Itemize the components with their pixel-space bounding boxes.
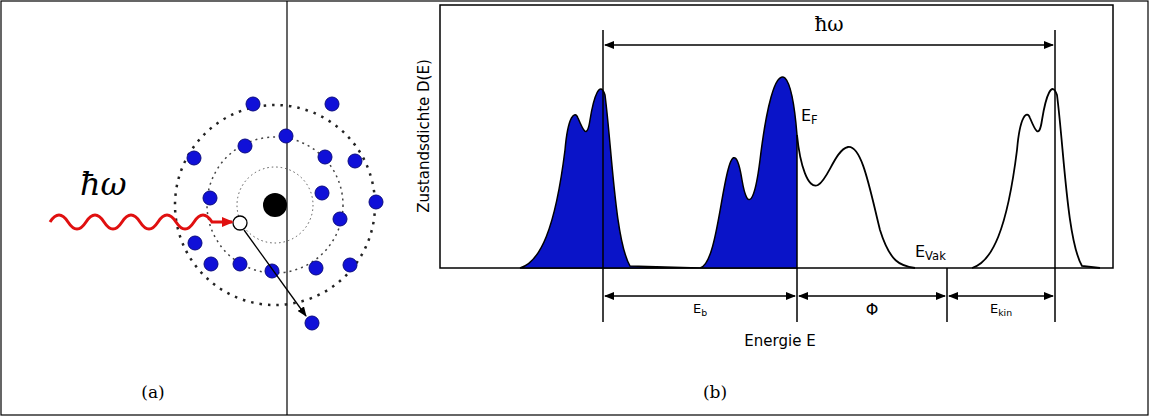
unoccupied-states (797, 135, 915, 268)
occupied-states (520, 77, 797, 268)
vacuum-energy-group: EVak (915, 244, 946, 263)
binding-energy: E (693, 301, 701, 316)
panel-caption-group: (a) (141, 384, 164, 401)
vacuum-energy-subscript: Vak (925, 249, 946, 263)
energy-markers (603, 30, 1055, 322)
vacuum-energy: E (915, 242, 925, 261)
axis-title-group: Energie E (744, 334, 815, 349)
photon-energy-group: ħω (80, 168, 127, 200)
fermi-energy-subscript: F (811, 113, 818, 127)
panel-caption-group: (b) (703, 384, 727, 401)
axis-title: Energie E (744, 332, 815, 350)
photoelectron-spectrum (972, 89, 1100, 268)
axis-title-group: Zustandsdichte D(E) (417, 59, 432, 213)
kinetic-energy-subscript: kin (998, 307, 1012, 318)
plot-frame (440, 5, 1113, 268)
photon-energy: ħω (80, 165, 127, 203)
binding-energy-group: Eb (693, 302, 707, 317)
work-function-group: Φ (866, 302, 879, 318)
photon-energy: ħω (814, 12, 843, 36)
panel-caption: (a) (141, 382, 164, 402)
fermi-energy-group: EF (801, 108, 818, 127)
work-function: Φ (866, 300, 879, 319)
kinetic-energy-group: Ekin (990, 302, 1012, 317)
atom (50, 97, 383, 330)
kinetic-energy: E (990, 301, 998, 316)
photon-wave (50, 215, 232, 229)
panel-caption: (b) (703, 382, 727, 402)
binding-energy-subscript: b (701, 307, 707, 318)
axis-title: Zustandsdichte D(E) (415, 59, 433, 213)
photon-energy-group: ħω (814, 14, 843, 34)
fermi-energy: E (801, 106, 811, 125)
